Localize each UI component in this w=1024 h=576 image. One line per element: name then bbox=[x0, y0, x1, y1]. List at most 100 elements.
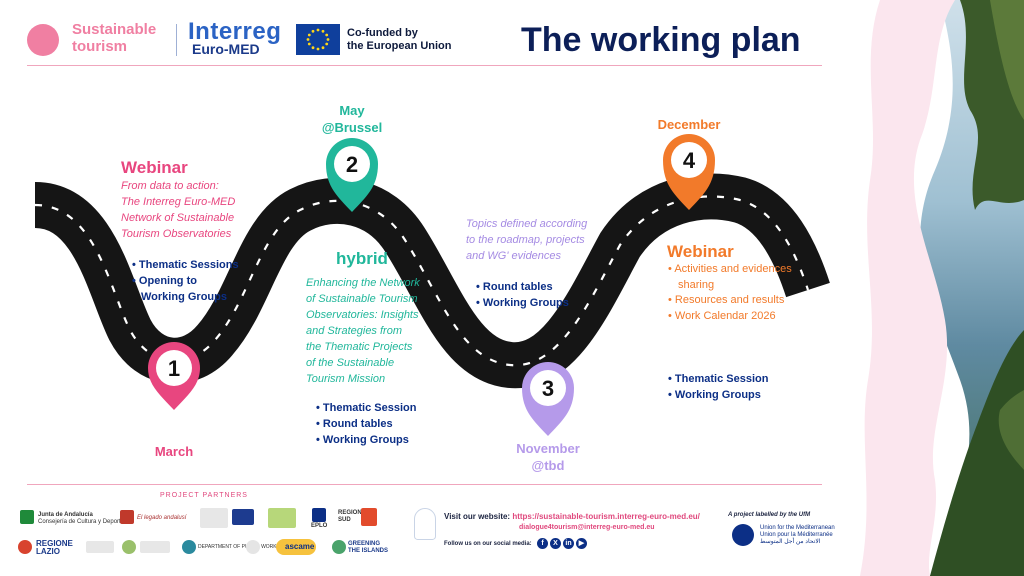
stop-2-desc-line: the Thematic Projects bbox=[306, 341, 413, 353]
ufm-label: A project labelled by the UfM bbox=[728, 512, 811, 518]
stop-2-desc-line: of the Sustainable bbox=[306, 357, 395, 369]
facebook-icon[interactable]: f bbox=[537, 538, 548, 549]
ufm-text-line3: الاتحاد من أجل المتوسط bbox=[760, 539, 821, 545]
footer-rule bbox=[27, 484, 822, 485]
council-europe-logo-icon bbox=[232, 509, 254, 525]
ufm-text-line1: Union for the Mediterranean bbox=[760, 525, 835, 531]
andalucia-text-2: Consejería de Cultura y Deporte bbox=[38, 519, 125, 525]
stop-1-title: Webinar bbox=[121, 158, 188, 177]
stop-1-desc-line: From data to action: bbox=[121, 180, 219, 192]
andalucia-text-1: Junta de Andalucía bbox=[38, 512, 93, 518]
pin-3-label-line1: November bbox=[516, 441, 580, 456]
eu-cofunded-text: Co-funded by the European Union bbox=[347, 27, 452, 53]
stop-2-desc-line: of Sustainable Tourism bbox=[306, 293, 418, 305]
stop-1-description: From data to action: The Interreg Euro-M… bbox=[121, 178, 235, 242]
partner-logo-icon bbox=[246, 540, 260, 554]
x-icon[interactable]: X bbox=[550, 538, 561, 549]
ascame-logo-icon bbox=[276, 539, 316, 555]
stop-1-bullet: Working Groups bbox=[132, 289, 239, 305]
eplo-text: EPLO bbox=[311, 523, 328, 529]
youtube-icon[interactable]: ▶ bbox=[576, 538, 587, 549]
pin-2-icon bbox=[326, 138, 378, 212]
stop-3-desc-line: and WG' evidences bbox=[466, 250, 562, 262]
lazio-logo-icon bbox=[18, 540, 32, 554]
page-title: The working plan bbox=[521, 21, 801, 59]
stop-1-bullets: Thematic Sessions Opening to Working Gro… bbox=[132, 257, 239, 305]
website-link[interactable]: https://sustainable-tourism.interreg-eur… bbox=[512, 512, 700, 521]
pin-1-number: 1 bbox=[167, 356, 181, 381]
ufm-logo-icon bbox=[732, 524, 754, 546]
sustainable-tourism-logo-text: Sustainable tourism bbox=[72, 21, 156, 55]
eu-text-line1: Co-funded by bbox=[347, 27, 418, 39]
pin-3-number: 3 bbox=[541, 376, 555, 401]
qr-feather-icon bbox=[414, 508, 436, 540]
stop-1-bullet-text: Working Groups bbox=[141, 291, 227, 303]
pin-4-number: 4 bbox=[682, 148, 696, 173]
follow-label: Follow us on our social media: bbox=[444, 541, 532, 547]
stop-3-desc-line: to the roadmap, projects bbox=[466, 234, 585, 246]
pin-2-number: 2 bbox=[345, 152, 359, 177]
stop-3-desc-line: Topics defined according bbox=[466, 218, 588, 230]
ascame-text: ascame bbox=[285, 542, 315, 551]
pin-2-label-line1: May bbox=[339, 103, 365, 118]
stop-2-bullet: Round tables bbox=[316, 416, 416, 432]
lazio-text-2: LAZIO bbox=[36, 547, 60, 556]
region-sud-text-2: SUD bbox=[338, 517, 351, 523]
pin-3-label: November @tbd bbox=[498, 440, 598, 474]
lazio-text-1: REGIONE bbox=[36, 539, 73, 548]
logo-text-line2: tourism bbox=[72, 38, 128, 55]
stop-2-bullet: Thematic Session bbox=[316, 400, 417, 416]
header-rule bbox=[27, 65, 822, 66]
pin-1-icon bbox=[148, 342, 200, 410]
pin-2-label: May @Brussel bbox=[302, 102, 402, 136]
ufm-text: Union for the Mediterranean Union pour l… bbox=[760, 525, 835, 546]
stop-4-orange-bullet: Resources and results bbox=[668, 293, 793, 309]
stop-3-bullet: Round tables bbox=[476, 279, 569, 295]
ufm-text-line2: Union pour la Méditerranée bbox=[760, 532, 833, 538]
greening-text-2: THE ISLANDS bbox=[348, 548, 389, 554]
stop-2-bullet: Working Groups bbox=[316, 432, 416, 448]
partner-logo-icon bbox=[86, 541, 114, 553]
stop-4-orange-bullet: Work Calendar 2026 bbox=[668, 309, 793, 325]
stop-2-title: hybrid bbox=[336, 249, 388, 268]
interreg-sub: Euro-MED bbox=[192, 41, 260, 57]
stop-4-bullet: Working Groups bbox=[668, 387, 768, 403]
pin-2-label-line2: @Brussel bbox=[321, 120, 383, 135]
pin-1-label: March bbox=[154, 444, 194, 459]
stop-1-desc-line: The Interreg Euro-MED bbox=[121, 196, 236, 208]
email-link[interactable]: dialogue4tourism@interreg-euro-med.eu bbox=[519, 524, 655, 531]
legado-logo-icon bbox=[120, 510, 134, 524]
pin-4-label: December bbox=[657, 117, 721, 132]
stop-3-bullet: Working Groups bbox=[476, 295, 569, 311]
stop-4-bullet: Thematic Session bbox=[668, 371, 769, 387]
pin-3-icon bbox=[522, 362, 574, 436]
header-divider bbox=[176, 24, 177, 56]
partner-logo-icon bbox=[140, 541, 170, 553]
sustainable-tourism-logo-icon bbox=[27, 24, 59, 56]
stop-2-description: Enhancing the Network of Sustainable Tou… bbox=[306, 275, 420, 387]
andalucia-logo-icon bbox=[20, 510, 34, 524]
interreg-logo: Interreg bbox=[188, 18, 282, 45]
stop-1-bullet: Opening to bbox=[132, 273, 239, 289]
partners-label: PROJECT PARTNERS bbox=[160, 492, 248, 499]
stop-4-orange-bullets: Activities and evidences sharing Resourc… bbox=[668, 262, 793, 324]
partner-logo-icon bbox=[268, 508, 296, 528]
linkedin-icon[interactable]: in bbox=[563, 538, 574, 549]
eu-flag-icon bbox=[296, 24, 340, 55]
stop-2-desc-line: Enhancing the Network bbox=[306, 277, 420, 289]
stop-3-description: Topics defined according to the roadmap,… bbox=[466, 216, 587, 264]
stop-1-desc-line: Tourism Observatories bbox=[121, 228, 232, 240]
stop-4-orange-bullet: Activities and evidences sharing bbox=[668, 262, 793, 293]
stop-2-desc-line: Tourism Mission bbox=[306, 373, 386, 385]
legado-text: El legado andalusí bbox=[137, 515, 187, 521]
partner-logo-icon bbox=[200, 508, 228, 528]
eu-text-line2: the European Union bbox=[347, 40, 452, 52]
stop-4-bullets: Thematic Session Working Groups bbox=[668, 371, 769, 403]
partner-logo-icon bbox=[122, 540, 136, 554]
stop-3-bullets: Round tables Working Groups bbox=[476, 279, 569, 311]
stop-2-desc-line: and Strategies from bbox=[306, 325, 402, 337]
stop-2-desc-line: Observatories: Insights bbox=[306, 309, 419, 321]
region-sud-logo-icon bbox=[361, 508, 377, 526]
